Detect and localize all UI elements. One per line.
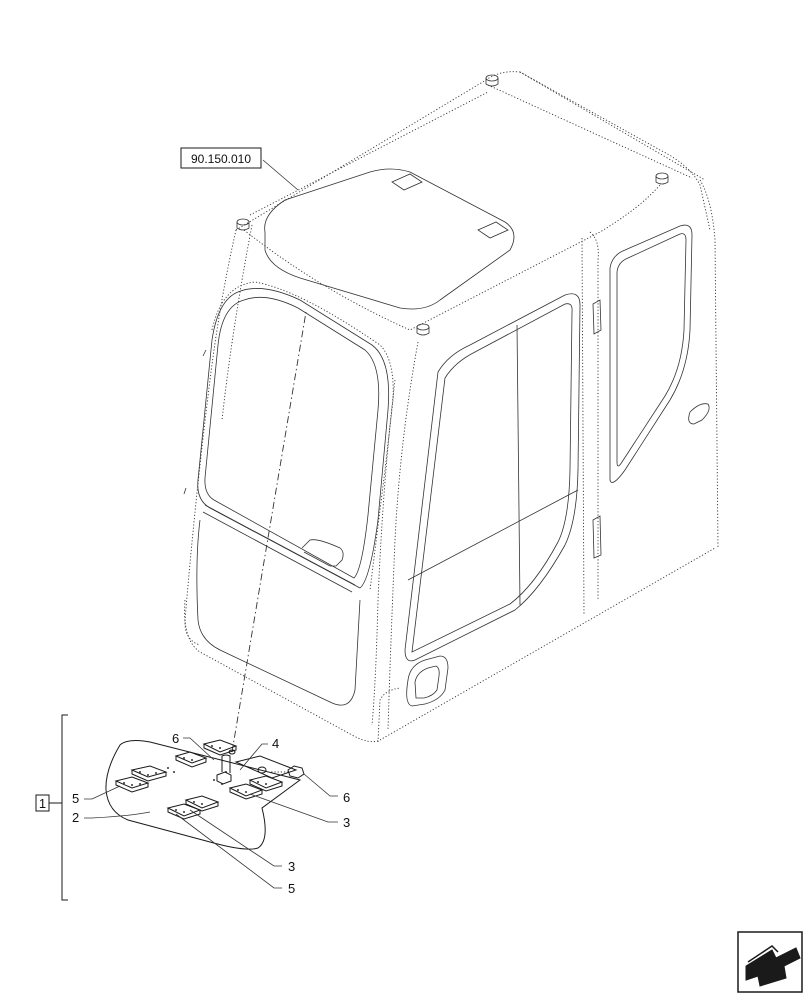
callout-4-nut: 4 <box>272 736 279 751</box>
kit-bracket <box>48 714 68 901</box>
callout-6-bolt: 6 <box>343 790 350 805</box>
reference-label: 90.150.010 <box>180 147 262 169</box>
callout-6-screw: 6 <box>172 731 179 746</box>
kit-label: 1 <box>35 794 50 812</box>
arrow-next-page-icon[interactable] <box>737 931 803 993</box>
callout-5-left-pad: 5 <box>72 791 79 806</box>
callout-2-mat: 2 <box>72 810 79 825</box>
svg-text:1: 1 <box>39 796 46 811</box>
svg-text:90.150.010: 90.150.010 <box>191 152 251 166</box>
callout-5-bottom-pad: 5 <box>288 881 295 896</box>
exploded-parts <box>105 311 307 850</box>
reference-leader-line <box>262 159 299 191</box>
mat-holes <box>123 745 267 813</box>
callout-3-right-pad: 3 <box>343 815 350 830</box>
callout-3-bottom-pad: 3 <box>288 859 295 874</box>
callout-leaders <box>84 737 338 889</box>
cab-illustration <box>183 71 719 743</box>
